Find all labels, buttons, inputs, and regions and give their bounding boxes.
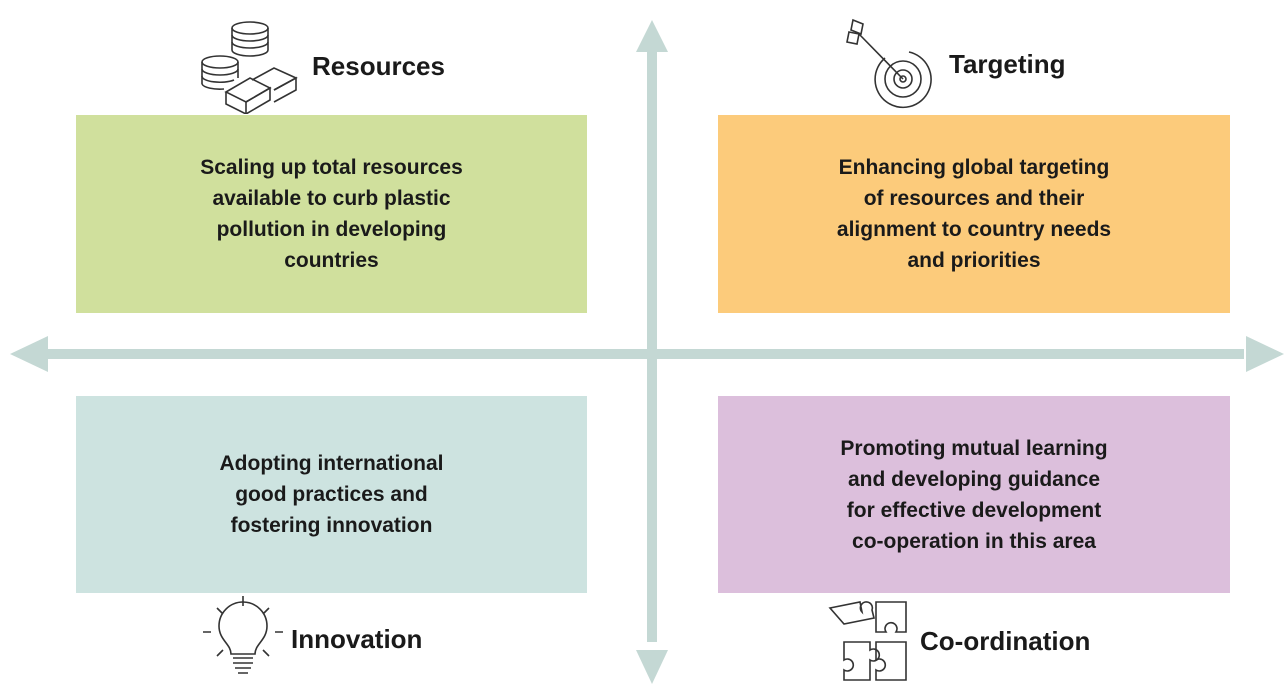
target-arrow-icon bbox=[846, 18, 932, 109]
arrow-up bbox=[636, 20, 668, 52]
coordination-heading: Co-ordination bbox=[826, 598, 1090, 684]
innovation-heading: Innovation bbox=[203, 596, 422, 682]
innovation-box: Adopting international good practices an… bbox=[76, 396, 587, 593]
targeting-box: Enhancing global targeting of resources … bbox=[718, 115, 1230, 313]
resources-title: Resources bbox=[312, 50, 445, 81]
arrow-right bbox=[1246, 336, 1284, 372]
targeting-heading: Targeting bbox=[845, 16, 1066, 112]
resources-heading: Resources bbox=[190, 18, 445, 114]
innovation-title: Innovation bbox=[291, 623, 423, 654]
horizontal-axis-line bbox=[44, 349, 1244, 359]
resources-box: Scaling up total resources available to … bbox=[76, 115, 587, 313]
arrow-down bbox=[636, 650, 668, 684]
targeting-title: Targeting bbox=[949, 48, 1066, 79]
lightbulb-icon bbox=[203, 596, 283, 674]
targeting-text: Enhancing global targeting of resources … bbox=[836, 156, 1112, 272]
innovation-text: Adopting international good practices an… bbox=[219, 452, 444, 537]
puzzle-icon bbox=[828, 601, 907, 681]
arrow-left bbox=[10, 336, 48, 372]
vertical-axis-line bbox=[647, 48, 657, 642]
resources-text: Scaling up total resources available to … bbox=[200, 156, 463, 272]
coins-stack-icon bbox=[201, 21, 298, 114]
coordination-title: Co-ordination bbox=[920, 625, 1091, 656]
coordination-text: Promoting mutual learning and developing… bbox=[840, 436, 1108, 553]
coordination-box: Promoting mutual learning and developing… bbox=[718, 396, 1230, 593]
